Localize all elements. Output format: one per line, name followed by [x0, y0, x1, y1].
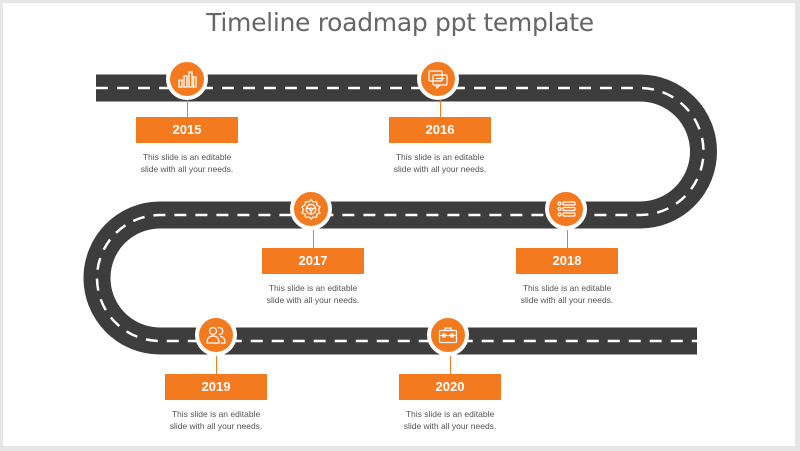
- desc-line-1: This slide is an editable: [268, 283, 358, 293]
- connector-line: [187, 100, 188, 117]
- connector-line: [216, 356, 217, 374]
- connector-line: [313, 230, 314, 248]
- desc-line-2: slide with all your needs.: [393, 163, 487, 174]
- year-label: 2018: [516, 248, 618, 274]
- year-label: 2020: [399, 374, 501, 400]
- connector-line: [450, 356, 451, 374]
- briefcase-icon: [427, 314, 469, 356]
- milestone-description: This slide is an editable slide with all…: [497, 283, 637, 306]
- milestone-description: This slide is an editable slide with all…: [380, 409, 520, 432]
- connector-line: [567, 230, 568, 248]
- desc-line-2: slide with all your needs.: [169, 420, 263, 431]
- year-label: 2016: [389, 117, 491, 143]
- desc-line-2: slide with all your needs.: [140, 163, 234, 174]
- milestone-description: This slide is an editable slide with all…: [243, 283, 383, 306]
- bar-chart-icon: [166, 58, 208, 100]
- desc-line-2: slide with all your needs.: [266, 294, 360, 305]
- milestone-description: This slide is an editable slide with all…: [146, 409, 286, 432]
- users-icon: [195, 314, 237, 356]
- desc-line-2: slide with all your needs.: [403, 420, 497, 431]
- chat-bubbles-icon: [417, 58, 459, 100]
- list-icon: [545, 188, 587, 230]
- desc-line-1: This slide is an editable: [395, 152, 485, 162]
- desc-line-1: This slide is an editable: [142, 152, 232, 162]
- slide-title: Timeline roadmap ppt template: [206, 8, 594, 37]
- desc-line-2: slide with all your needs.: [520, 294, 614, 305]
- year-label: 2019: [165, 374, 267, 400]
- connector-line: [440, 100, 441, 117]
- milestone-description: This slide is an editable slide with all…: [117, 152, 257, 175]
- gear-steering-icon: [290, 188, 332, 230]
- milestone-description: This slide is an editable slide with all…: [370, 152, 510, 175]
- year-label: 2015: [136, 117, 238, 143]
- desc-line-1: This slide is an editable: [522, 283, 612, 293]
- desc-line-1: This slide is an editable: [171, 409, 261, 419]
- year-label: 2017: [262, 248, 364, 274]
- desc-line-1: This slide is an editable: [405, 409, 495, 419]
